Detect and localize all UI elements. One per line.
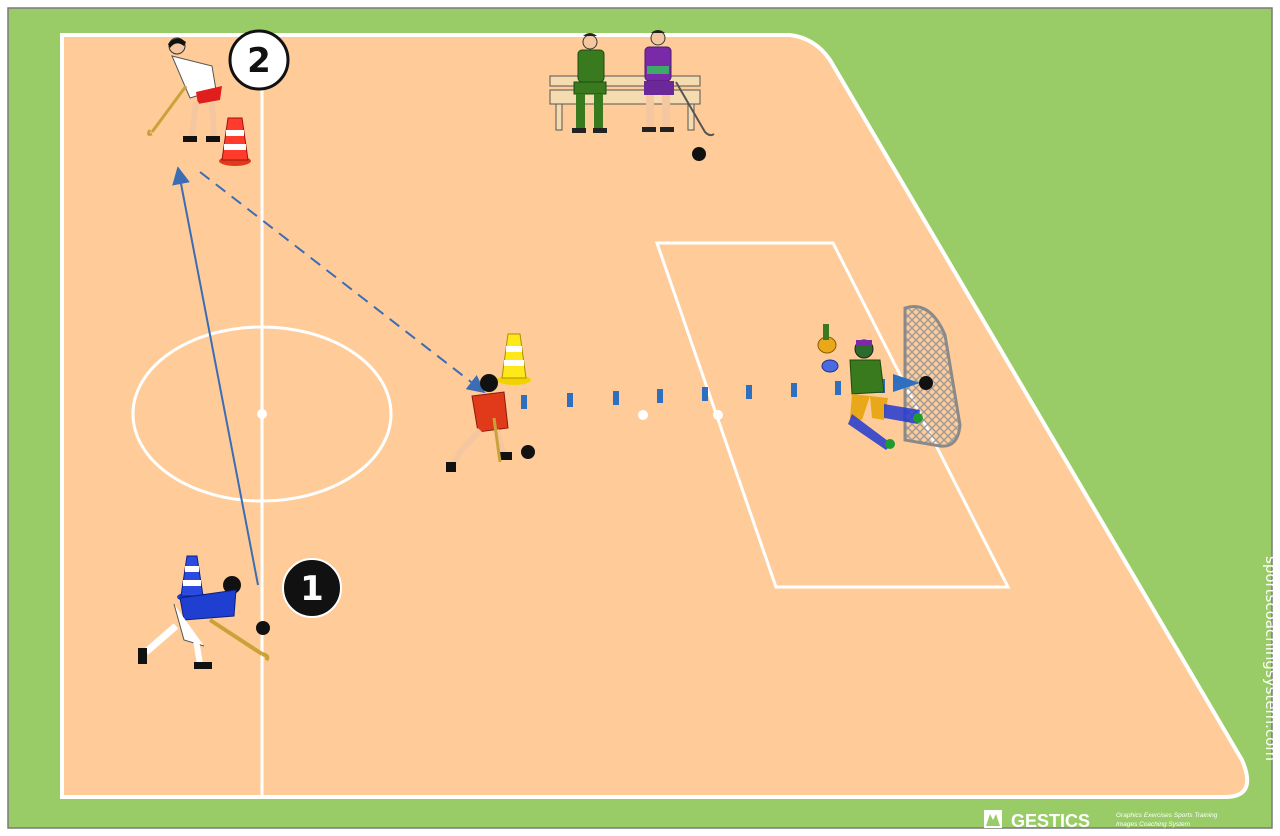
marker-two: 2 [230,31,288,89]
marker-one-label: 1 [300,569,324,609]
center-spot [257,409,267,419]
brand-tagline-2: Images Coaching System [1116,821,1191,828]
field-spot-1 [638,410,648,420]
marker-one: 1 [283,559,341,617]
site-watermark: sportscoachingsystem.com [1262,556,1280,761]
ball-blue-player [256,621,270,635]
ball-in-goal [919,376,933,390]
brand-tagline-1: Graphics Exercises Sports Training [1116,812,1218,819]
ball-red-player [521,445,535,459]
ball-bench [692,147,706,161]
marker-two-label: 2 [247,41,271,81]
field-spot-2 [713,410,723,420]
brand-name: GESTICS [1011,811,1090,831]
